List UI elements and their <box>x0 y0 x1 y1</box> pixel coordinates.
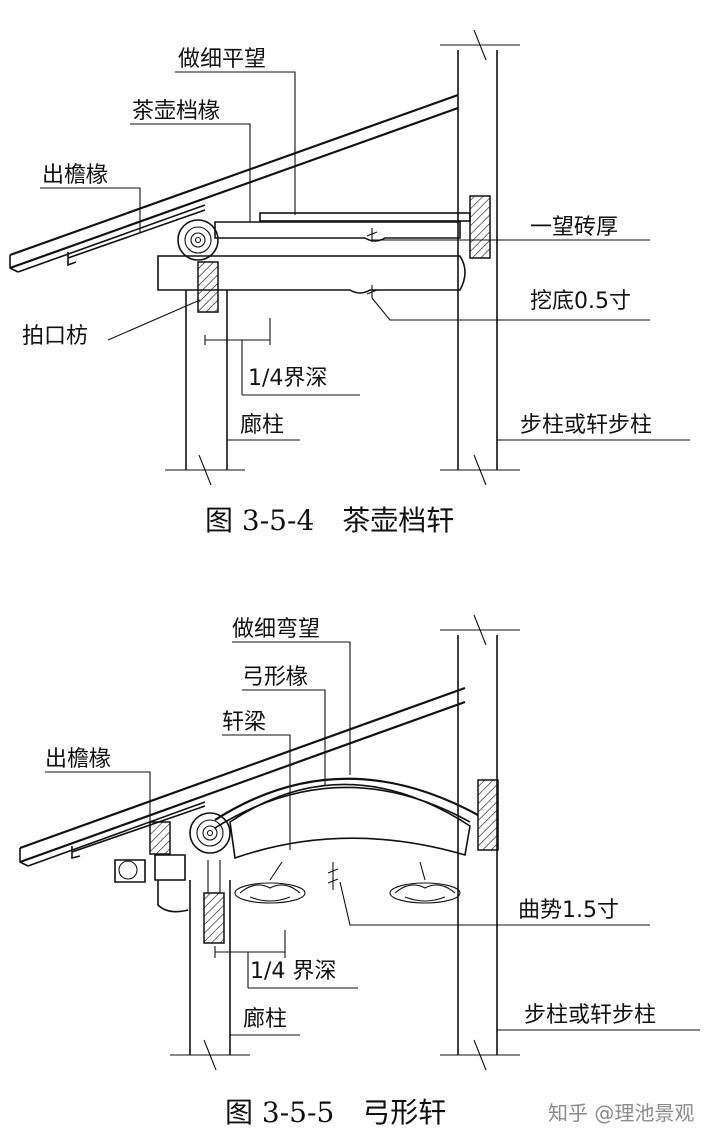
roof-1 <box>9 93 459 273</box>
label-gongxing-chuan: 弓形椽 <box>242 665 308 690</box>
label-jieshen-1: 1/4界深 <box>248 366 327 391</box>
label-chahu-dang-chuan: 茶壶档椽 <box>132 99 220 124</box>
purlin-block-1 <box>469 195 491 259</box>
label-zuoxi-wanwang: 做细弯望 <box>232 617 320 642</box>
label-xuanliang: 轩梁 <box>222 710 266 735</box>
label-jieshen-2: 1/4 界深 <box>250 959 336 984</box>
paikou-block <box>197 261 219 313</box>
dimension-marks-2 <box>214 862 339 988</box>
label-chuyan-chuan-1: 出檐椽 <box>42 163 108 188</box>
leader-lines-2 <box>45 641 700 1036</box>
label-langzhu-2: 廊柱 <box>243 1007 287 1032</box>
flat-wang-board <box>259 212 471 222</box>
curved-wang-board <box>214 777 479 821</box>
lang-column-2 <box>170 880 250 1071</box>
bracket-block-b <box>203 892 225 944</box>
lang-column-1 <box>165 290 245 486</box>
xuan-beam <box>229 783 471 860</box>
purlin-block-2 <box>477 779 499 851</box>
beam-1 <box>157 255 466 294</box>
leader-lines-1 <box>40 71 690 441</box>
figure-chahu-dang-xuan: 做细平望 茶壶档椽 出檐椽 一望砖厚 挖底0.5寸 拍口枋 1/4界深 廊柱 步… <box>9 29 690 537</box>
roof-2 <box>19 686 466 867</box>
label-chuyan-chuan-2: 出檐椽 <box>45 747 111 772</box>
scroll-end-1 <box>177 219 219 261</box>
label-paikou-fang: 拍口枋 <box>22 324 88 349</box>
label-buzhu-1: 步柱或轩步柱 <box>520 413 652 438</box>
watermark: 知乎 @理池景观 <box>548 1101 694 1125</box>
caption-figure-1: 图 3-5-4 茶壶档轩 <box>205 504 454 537</box>
label-buzhu-2: 步柱或轩步柱 <box>524 1003 656 1028</box>
carving-ornaments <box>234 861 461 904</box>
scroll-end-2 <box>189 812 231 854</box>
caption-figure-2: 图 3-5-5 弓形轩 <box>225 1096 446 1129</box>
label-zuoxi-pingwang: 做细平望 <box>178 47 266 72</box>
figure-gongxing-xuan: 做细弯望 弓形椽 轩梁 出檐椽 曲势1.5寸 1/4 界深 廊柱 步柱或轩步柱 … <box>19 614 700 1129</box>
chahu-rafter <box>214 221 461 242</box>
label-yiwang-zhuanhou: 一望砖厚 <box>530 215 618 240</box>
bracket-block-a <box>149 821 171 855</box>
label-langzhu-1: 廊柱 <box>240 413 284 438</box>
lower-bracket <box>114 854 221 913</box>
label-qushi: 曲势1.5寸 <box>518 898 619 923</box>
label-wadi: 挖底0.5寸 <box>530 289 631 314</box>
bu-column-1 <box>440 29 520 486</box>
